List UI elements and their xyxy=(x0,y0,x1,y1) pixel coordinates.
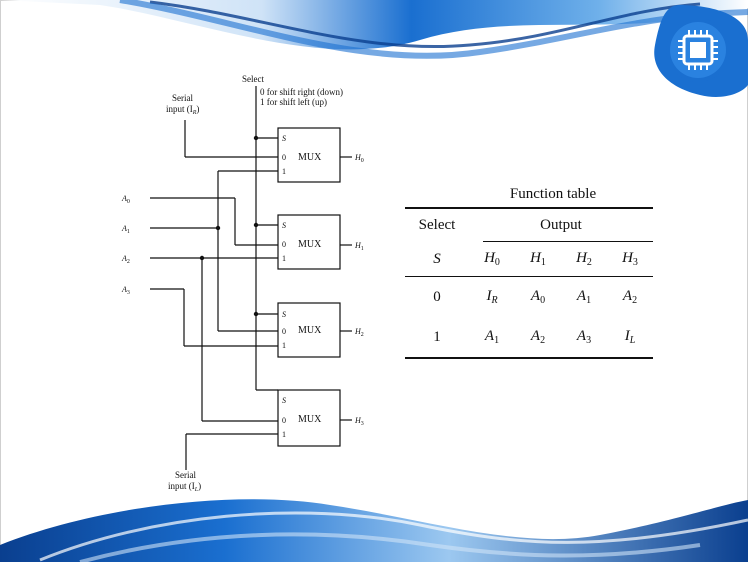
junction-dots xyxy=(199,135,259,317)
chip-badge xyxy=(654,5,748,97)
table-cell: A2 xyxy=(530,328,546,346)
mux-3-pin-1: 1 xyxy=(282,430,286,439)
table-cell: A1 xyxy=(576,288,592,306)
mux-1-pin-s: S xyxy=(282,221,286,230)
mux-2: S 0 1 MUX xyxy=(277,302,341,358)
serial-input-bottom-label: Serial xyxy=(175,470,196,480)
mux-0-pin-1: 1 xyxy=(282,167,286,176)
row-0-select: 0 xyxy=(433,288,441,305)
table-row: 0 IR A0 A1 A2 xyxy=(405,277,653,317)
output-h2-label: H2 xyxy=(354,327,364,338)
mux-1-pin-0: 0 xyxy=(282,240,286,249)
mux-3: S 0 1 MUX xyxy=(277,389,341,447)
table-header-row: Select Output xyxy=(405,209,653,241)
table-cell: A1 xyxy=(484,328,500,346)
column-s: S xyxy=(433,250,441,267)
table-column-row: S H0 H1 H2 H3 xyxy=(405,242,653,276)
table-cell: A0 xyxy=(530,288,546,306)
mux-1: S 0 1 MUX xyxy=(277,214,341,270)
serial-input-bottom-sub: input (IL) xyxy=(168,481,201,493)
chip-icon xyxy=(678,30,718,70)
table-bottom-rule xyxy=(405,357,653,359)
mux-2-label: MUX xyxy=(298,325,322,336)
column-h3: H3 xyxy=(622,250,638,268)
mux-0-pin-s: S xyxy=(282,134,286,143)
input-a2-label: A2 xyxy=(121,254,130,265)
select-header: Select xyxy=(418,216,456,233)
column-h1: H1 xyxy=(530,250,546,268)
function-table: Function table Select Output S H0 H1 H2 … xyxy=(405,186,653,359)
output-h0-label: H0 xyxy=(354,153,364,164)
mux-3-pin-0: 0 xyxy=(282,416,286,425)
column-h0: H0 xyxy=(484,250,500,268)
mux-1-pin-1: 1 xyxy=(282,254,286,263)
table-cell: IR xyxy=(486,288,498,306)
top-wave xyxy=(0,0,748,59)
table-cell: A2 xyxy=(622,288,638,306)
table-top-rule xyxy=(405,207,653,209)
table-header-rule xyxy=(405,276,653,277)
mux-1-label: MUX xyxy=(298,239,322,250)
function-table-title: Function table xyxy=(509,186,597,202)
output-header: Output xyxy=(540,216,582,233)
column-h2: H2 xyxy=(576,250,592,268)
input-a1-label: A1 xyxy=(121,224,130,235)
select-note-right: 0 for shift right (down) xyxy=(260,87,343,97)
circuit-wires xyxy=(150,86,352,470)
input-a3-label: A3 xyxy=(121,285,130,296)
row-1-select: 1 xyxy=(433,328,441,345)
bottom-wave xyxy=(0,499,748,562)
mux-0-label: MUX xyxy=(298,152,322,163)
mux-2-pin-1: 1 xyxy=(282,341,286,350)
mux-3-pin-s: S xyxy=(282,396,286,405)
output-h3-label: H3 xyxy=(354,416,364,427)
input-a0-label: A0 xyxy=(121,194,130,205)
mux-2-pin-s: S xyxy=(282,310,286,319)
mux-0-pin-0: 0 xyxy=(282,153,286,162)
output-subrule xyxy=(483,241,653,242)
output-h1-label: H1 xyxy=(354,241,364,252)
mux-2-pin-0: 0 xyxy=(282,327,286,336)
select-note-left: 1 for shift left (up) xyxy=(260,97,327,107)
table-row: 1 A1 A2 A3 IL xyxy=(405,317,653,357)
mux-3-label: MUX xyxy=(298,414,322,425)
select-label: Select xyxy=(242,74,264,84)
table-cell: A3 xyxy=(576,328,592,346)
shift-register-circuit: Select 0 for shift right (down) 1 for sh… xyxy=(121,74,364,493)
mux-0: S 0 1 MUX xyxy=(277,127,341,183)
serial-input-top-sub: input (IR) xyxy=(166,104,199,116)
serial-input-top-label: Serial xyxy=(172,93,193,103)
table-cell: IL xyxy=(624,328,636,346)
